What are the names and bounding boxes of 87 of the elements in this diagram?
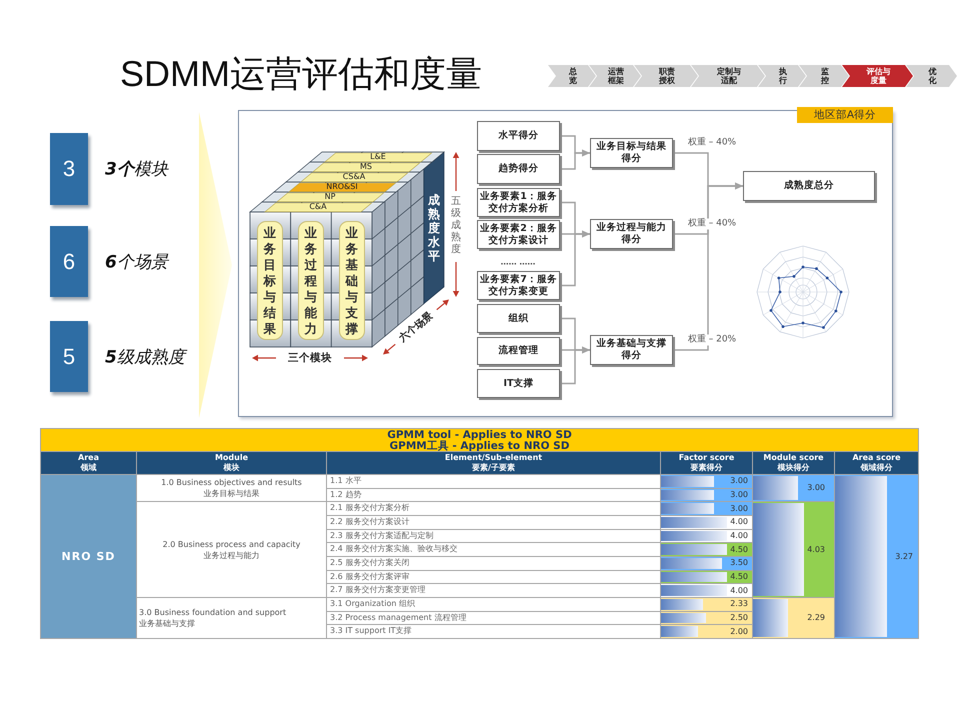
connector (673, 182, 743, 351)
score-value: 3.50 (730, 558, 748, 568)
module-name: 2.0 Business process and capacity (162, 538, 300, 550)
caption-text: 3个模块 (105, 158, 168, 180)
chevron-step: 运营框架 (589, 65, 641, 87)
column-heading: 要素得分 (690, 463, 722, 473)
ellipsis: …… …… (500, 258, 536, 266)
caption-text: 5级成熟度 (105, 345, 185, 368)
table-title: GPMM tool - Applies to NRO SD (387, 430, 572, 440)
score-box: 业务要素7：服务交付方案变更 (477, 271, 560, 300)
module-name: 业务目标与结果 (204, 488, 260, 500)
score-value: 4.00 (730, 531, 748, 542)
score-value: 3.27 (895, 552, 913, 562)
score-value: 2.29 (807, 613, 825, 623)
number-box: 3 (50, 133, 88, 205)
column-heading: 领域得分 (860, 463, 892, 473)
score-value: 3.00 (730, 504, 748, 514)
connector (560, 150, 590, 170)
cube-slab: L&E (324, 152, 432, 162)
score-box: 水平得分 (477, 121, 560, 151)
chevron-step: 优化 (906, 65, 957, 87)
score-value: 4.00 (730, 586, 748, 596)
chevron-step: 总览 (548, 65, 596, 87)
chevron-step: 评估与度量 (842, 65, 913, 87)
dimension-label: 三个模块 (288, 351, 332, 365)
edge-label: 权重 – 40% (686, 138, 738, 148)
score-value: 2.00 (730, 626, 748, 637)
cube-slab: C&A (264, 202, 372, 212)
area-cell: NRO SD (40, 474, 137, 639)
column-heading: Module (214, 453, 248, 463)
score-box: 组织 (477, 304, 560, 333)
score-box: 业务目标与结果得分 (590, 138, 673, 168)
chevron-step: 执行 (758, 65, 806, 87)
module-capsule: 业务目标与结果 (257, 221, 283, 340)
score-box: 业务要素1：服务交付方案分析 (477, 188, 560, 217)
edge-label: 权重 – 40% (686, 218, 738, 230)
module-name: 1.0 Business objectives and results (161, 477, 302, 488)
cube-slab: NRO&SI (288, 182, 396, 192)
number-box: 5 (50, 321, 88, 392)
score-value: 3.00 (730, 490, 748, 500)
score-box: 成熟度总分 (743, 171, 875, 201)
table-title: GPMM工具 - Applies to NRO SD (390, 440, 570, 451)
chevron-step: 职责授权 (634, 65, 698, 87)
connector (560, 346, 590, 384)
cube-slab: CS&A (300, 172, 408, 182)
module-capsule: 业务过程与能力 (298, 221, 324, 340)
score-value: 4.50 (730, 544, 748, 555)
column-heading: 模块得分 (778, 463, 810, 473)
score-box: 业务要素2：服务交付方案设计 (477, 220, 560, 249)
column-heading: Area (78, 453, 99, 463)
score-value: 4.50 (730, 572, 748, 582)
score-box: 业务过程与能力得分 (590, 219, 673, 249)
score-value: 2.33 (730, 599, 748, 610)
dimension-label: 五级成熟度 (450, 196, 462, 256)
page-title: SDMM运营评估和度量 (120, 52, 482, 96)
module-name: 业务过程与能力 (204, 550, 260, 561)
edge-label: 权重 – 20% (686, 334, 738, 346)
column-heading: Module score (763, 453, 824, 463)
score-value: 4.03 (807, 544, 825, 555)
caption-text: 6个场景 (105, 251, 168, 273)
column-heading: 模块 (224, 463, 240, 473)
panel-tag: 地区部A得分 (797, 107, 893, 123)
score-box: 业务基础与支撑得分 (590, 335, 673, 365)
column-heading: 领域 (80, 463, 96, 473)
dimension-label: 六个场景 (396, 309, 436, 346)
cube-slab: MS (312, 162, 420, 172)
chevron-step: 定制与适配 (691, 65, 765, 87)
table-cell: 3.3 IT support IT支撑 (326, 624, 661, 639)
score-value: 3.00 (807, 483, 825, 494)
column-heading: Factor score (678, 453, 734, 463)
column-heading: 要素/子要素 (472, 463, 515, 473)
panel (238, 110, 893, 417)
module-capsule: 业务基础与支撑 (339, 221, 365, 340)
score-value: 3.00 (730, 476, 748, 486)
connector (560, 230, 590, 286)
column-heading: Element/Sub-element (444, 453, 542, 463)
score-value: 4.00 (730, 517, 748, 528)
module-name: 3.0 Business foundation and support 业务基础与支撑 (139, 607, 287, 629)
score-box: 趋势得分 (477, 154, 560, 184)
score-box: IT支撑 (477, 369, 560, 398)
cube-slab: NP (276, 192, 384, 202)
number-box: 6 (50, 226, 88, 297)
chevron-step: 监控 (799, 65, 849, 87)
column-heading: Area score (852, 453, 901, 463)
face-label: 成熟度水平 (426, 193, 441, 263)
score-box: 流程管理 (477, 337, 560, 365)
score-value: 2.50 (730, 613, 748, 624)
